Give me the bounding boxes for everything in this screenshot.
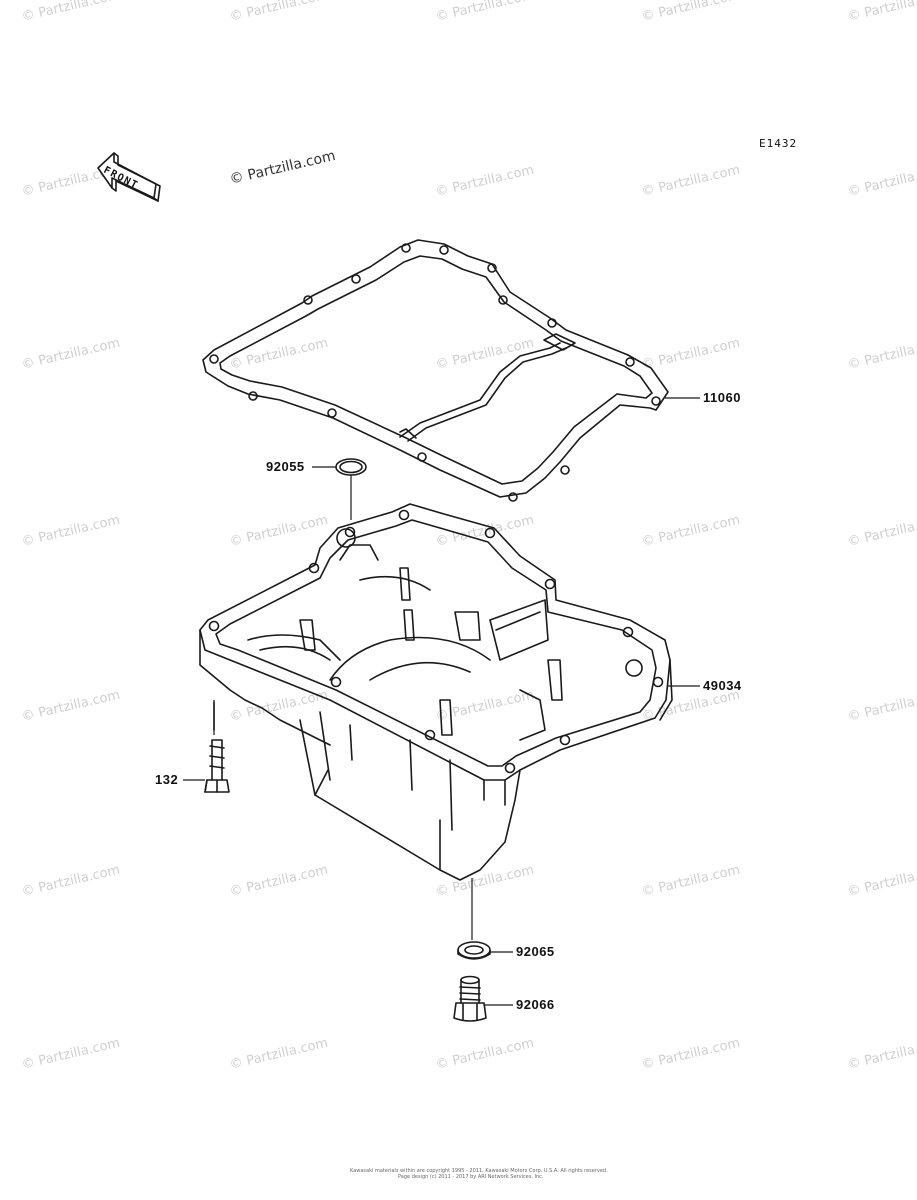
callout-49034[interactable]: 49034 [703,678,742,693]
leader-lines [183,397,700,1006]
copyright-line-1: Kawasaki materials within are copyright … [350,1168,608,1174]
callout-92066[interactable]: 92066 [516,997,555,1012]
washer-part [457,941,491,960]
callout-11060[interactable]: 11060 [703,390,741,405]
bolt-part [204,701,230,793]
o-ring-part [335,458,367,476]
callout-92065[interactable]: 92065 [516,944,555,959]
diagram-code: E1432 [759,137,798,150]
drain-plug-part [453,975,487,1022]
front-arrow-icon: FRONT [97,152,161,202]
copyright-line-2: Page design (c) 2011 - 2017 by ARI Netwo… [398,1174,544,1180]
oil-pan-part [199,503,673,881]
copyright-notice: Kawasaki materials within are copyright … [350,1168,608,1180]
gasket-part [202,239,669,502]
callout-92055[interactable]: 92055 [266,459,305,474]
callout-132[interactable]: 132 [155,772,179,787]
